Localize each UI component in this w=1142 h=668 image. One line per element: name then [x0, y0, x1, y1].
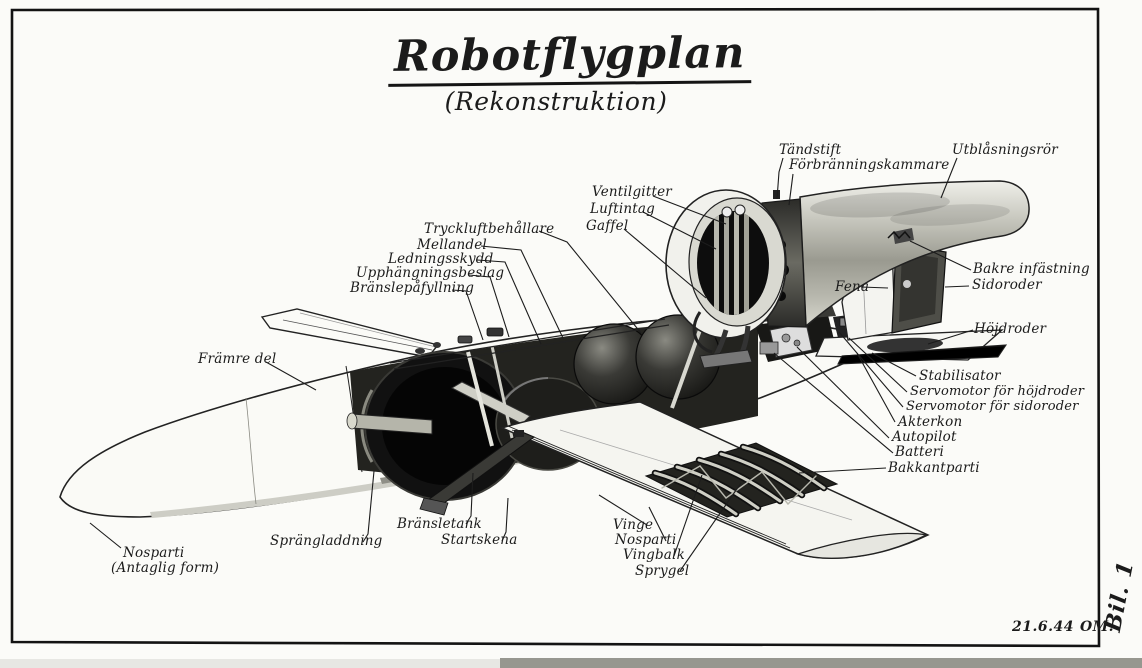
leader-gaffel — [623, 228, 707, 299]
callout-utblasningsror: Utblåsningsrör — [952, 142, 1058, 158]
callout-startskena: Startskena — [441, 532, 518, 548]
callout-stabilisator: Stabilisator — [919, 368, 1001, 384]
leader-lines — [89, 157, 974, 572]
stabilizer-elevator — [815, 329, 1008, 365]
leader-sidoroder — [944, 285, 970, 288]
drawing-subtitle: (Rekonstruktion) — [444, 87, 668, 116]
callout-nosparti-vinge: Nosparti — [615, 532, 677, 548]
pulsejet-engine — [665, 180, 1030, 339]
leader-fena — [860, 286, 889, 289]
callout-bakre-infastning: Bakre infästning — [973, 261, 1090, 277]
callout-batteri: Batteri — [895, 444, 944, 460]
callout-sprygel: Sprygel — [635, 563, 690, 579]
callout-luftintag: Luftintag — [590, 201, 656, 217]
leader-vinge — [598, 494, 648, 526]
callout-antaglig-form: (Antaglig form) — [111, 560, 220, 576]
leader-hojdroder — [927, 329, 974, 345]
callout-mellandel: Mellandel — [417, 237, 487, 253]
callout-sidoroder: Sidoroder — [972, 277, 1042, 293]
callout-branslepafyllning: Bränslepåfyllning — [350, 280, 475, 296]
leader-bransletank — [465, 472, 474, 525]
engine-pylon — [692, 311, 753, 369]
leader-autopilot — [796, 346, 890, 439]
leader-mellandel — [480, 245, 564, 339]
leader-tandstift — [776, 157, 784, 200]
leader-luftintag — [642, 211, 717, 250]
fuselage-cutaway — [346, 314, 758, 501]
leader-bakre-infastning — [909, 240, 972, 271]
near-wing — [499, 401, 930, 559]
callout-framre-del: Främre del — [198, 351, 277, 367]
callout-hojdroder: Höjdroder — [974, 321, 1047, 337]
callout-tryckluftbehallare: Tryckluftbehållare — [424, 221, 555, 237]
spine-conduit — [389, 318, 670, 370]
leader-branslepafyllning — [451, 289, 484, 341]
callout-bakkantparti: Bakkantparti — [888, 460, 980, 476]
leader-nosparti-vinge — [648, 506, 667, 542]
leader-forbranningskammare — [788, 173, 794, 206]
drawing-title: Robotflygplan — [387, 28, 752, 87]
callout-forbranningskammare: Förbränningskammare — [789, 157, 950, 173]
signature: OM. — [1079, 619, 1115, 635]
far-wing — [260, 308, 440, 358]
date-signature: 21.6.44 OM. — [1012, 619, 1114, 635]
callout-vinge: Vinge — [613, 517, 654, 533]
leader-servomotor-sidoroder — [838, 331, 904, 408]
drawing-date: 21.6.44 — [1012, 619, 1074, 635]
leader-upphangningsbeslag — [468, 274, 510, 338]
leader-servomotor-hojdroder — [848, 337, 908, 393]
scan-edge-left — [0, 659, 500, 668]
callout-nosparti-nos: Nosparti — [123, 545, 185, 561]
leader-akterkon — [856, 352, 896, 423]
callout-bransletank: Bränsletank — [397, 516, 482, 532]
leader-tryckluftbehallare — [538, 230, 642, 334]
leader-ledningsskydd — [476, 259, 542, 345]
callout-tandstift: Tändstift — [779, 142, 842, 158]
border-frame — [10, 7, 1101, 648]
leader-ventilgitter — [652, 195, 727, 225]
leader-utblasningsror — [940, 157, 958, 199]
leader-batteri — [773, 352, 894, 454]
leader-nosparti-nos — [89, 522, 122, 549]
leader-sprygel — [679, 482, 742, 572]
callout-servomotor-sidoroder: Servomotor för sidoroder — [906, 399, 1079, 414]
callout-servomotor-hojdroder: Servomotor för höjdroder — [910, 384, 1085, 399]
scan-edge-right — [500, 658, 1142, 668]
leader-vingbalk — [673, 474, 703, 557]
callout-gaffel: Gaffel — [586, 218, 629, 234]
leader-startskena — [501, 497, 509, 542]
leader-stabilisator — [871, 352, 917, 377]
callout-sprangladdning: Sprängladdning — [270, 533, 383, 549]
callout-fena: Fena — [835, 279, 870, 295]
callout-akterkon: Akterkon — [898, 414, 963, 430]
callout-vingbalk: Vingbalk — [623, 547, 685, 563]
callout-ventilgitter: Ventilgitter — [592, 184, 672, 200]
callout-upphangningsbeslag: Upphängningsbeslag — [356, 265, 505, 281]
leader-bakkantparti — [798, 467, 887, 474]
leader-framre-del — [265, 361, 317, 391]
launch-rail — [419, 430, 536, 516]
title-block: Robotflygplan (Rekonstruktion) — [387, 28, 752, 116]
leader-sprangladdning — [362, 470, 375, 543]
callout-ledningsskydd: Ledningsskydd — [388, 251, 494, 267]
callout-autopilot: Autopilot — [892, 429, 957, 445]
